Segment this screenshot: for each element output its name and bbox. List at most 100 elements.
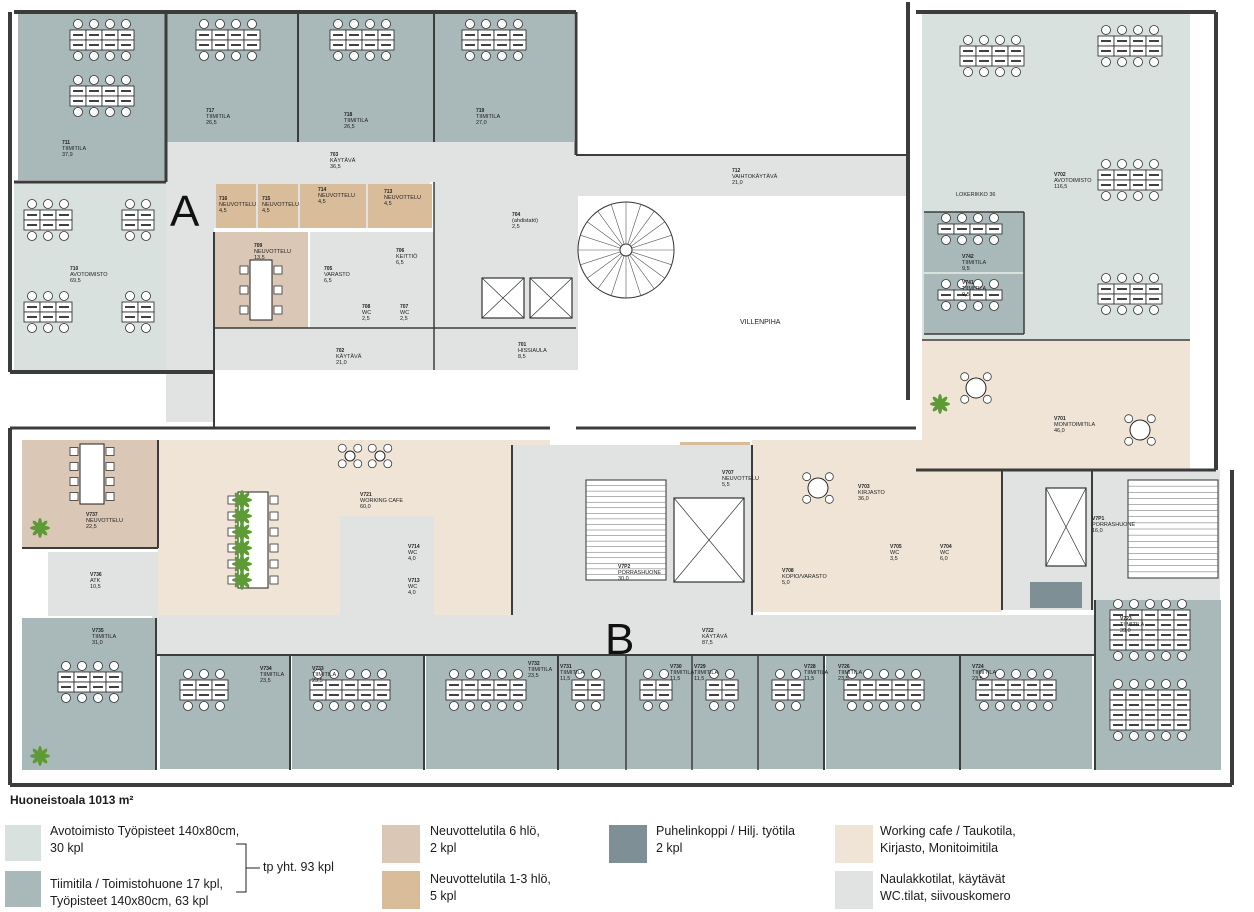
desks-v723a (1109, 599, 1191, 661)
desks-v731 (571, 669, 605, 711)
room-name: TIIMITILA (962, 286, 986, 292)
room-area: 3,5 (890, 556, 898, 562)
room-area: 4,0 (408, 590, 416, 596)
room-number: V708 (782, 568, 794, 574)
room-name: TIIMITILA (804, 670, 828, 676)
room-area: 5,0 (782, 580, 790, 586)
room-number: V734 (260, 666, 272, 672)
room-number: V735 (92, 628, 104, 634)
room-number: V732 (528, 661, 540, 667)
plant-row-5 (232, 570, 252, 590)
zone-V736 (48, 552, 158, 616)
room-number: V730 (670, 664, 682, 670)
room-number: 703 (330, 152, 339, 158)
zone-V735 (22, 618, 156, 770)
legend-swatch-meet13 (382, 871, 420, 909)
spiral-stair (577, 201, 675, 299)
legend-open-office: Avotoimisto Työpisteet 140x80cm, 30 kpl (50, 824, 240, 855)
room-name: TIIMITILA (838, 670, 862, 676)
room-name: AVOTOIMISTO (70, 272, 108, 278)
room-number: 706 (396, 248, 405, 254)
room-number: 717 (206, 108, 215, 114)
room-number: V7P1 (1092, 516, 1104, 522)
table-v737 (69, 443, 115, 505)
desks-v742 (937, 213, 1003, 245)
room-number: V741 (962, 280, 974, 286)
room-name: NEUVOTTELU (254, 249, 291, 255)
zone-705 (310, 232, 356, 328)
room-area: 21,0 (336, 360, 347, 366)
room-area: 36,0 (858, 496, 869, 502)
room-area: 11,5 (670, 676, 680, 682)
room-area: 11,5 (560, 676, 570, 682)
room-area: 27,0 (476, 120, 487, 126)
room-area: 11,5 (694, 676, 704, 682)
room-number: V714 (408, 544, 420, 550)
desks-v730 (639, 669, 673, 711)
desks-v724 (975, 669, 1057, 711)
zone-716 (216, 184, 256, 228)
legend-swatch-meet6 (382, 825, 420, 863)
zone-713 (368, 184, 432, 228)
legend-total-seats: tp yht. 93 kpl (263, 860, 334, 874)
room-name: TIIMITILA (206, 114, 230, 120)
room-number: V733 (312, 666, 324, 672)
room-name: KEITTIÖ (396, 253, 418, 260)
room-name: KÄYTÄVÄ (702, 633, 728, 640)
round-table-3 (960, 372, 992, 404)
plant-row-1 (232, 506, 252, 526)
room-area: 36,5 (330, 164, 341, 170)
room-name: NEUVOTTELU (86, 518, 123, 524)
zone-702 (214, 328, 578, 370)
desks-710a (23, 199, 73, 241)
room-number: V736 (90, 572, 102, 578)
room-number: 704 (512, 212, 521, 218)
room-number: V707 (722, 470, 734, 476)
room-area: 16,0 (1092, 528, 1103, 534)
desks-v741 (937, 279, 1003, 311)
room-name: TIIMITILA (62, 146, 86, 152)
room-area: 37,9 (62, 152, 73, 158)
room-name: VAIHTOKÄYTÄVÄ (732, 173, 778, 180)
room-name: WC (408, 584, 417, 590)
room-name: TIIMITILA (312, 672, 336, 678)
room-name: TIIMITILA (92, 634, 116, 640)
room-number: V729 (694, 664, 706, 670)
room-number: V722 (702, 628, 714, 634)
room-number: 708 (362, 304, 371, 310)
room-number: V731 (560, 664, 572, 670)
room-name: TIIMITILA (260, 672, 284, 678)
plant-2 (930, 394, 950, 414)
desks-711b (69, 75, 135, 117)
room-number: V705 (890, 544, 902, 550)
room-area: 6,0 (940, 556, 948, 562)
furniture-layer (23, 19, 1219, 766)
legend-service-spaces: Naulakkotilat, käytävät WC.tilat, siivou… (880, 872, 1011, 903)
room-name: WC (400, 310, 409, 316)
legend-brace (236, 843, 260, 893)
desks-v723b (1109, 679, 1191, 741)
room-number: V737 (86, 512, 98, 518)
legend-swatch-team (5, 871, 41, 907)
zone-706 (356, 232, 434, 328)
